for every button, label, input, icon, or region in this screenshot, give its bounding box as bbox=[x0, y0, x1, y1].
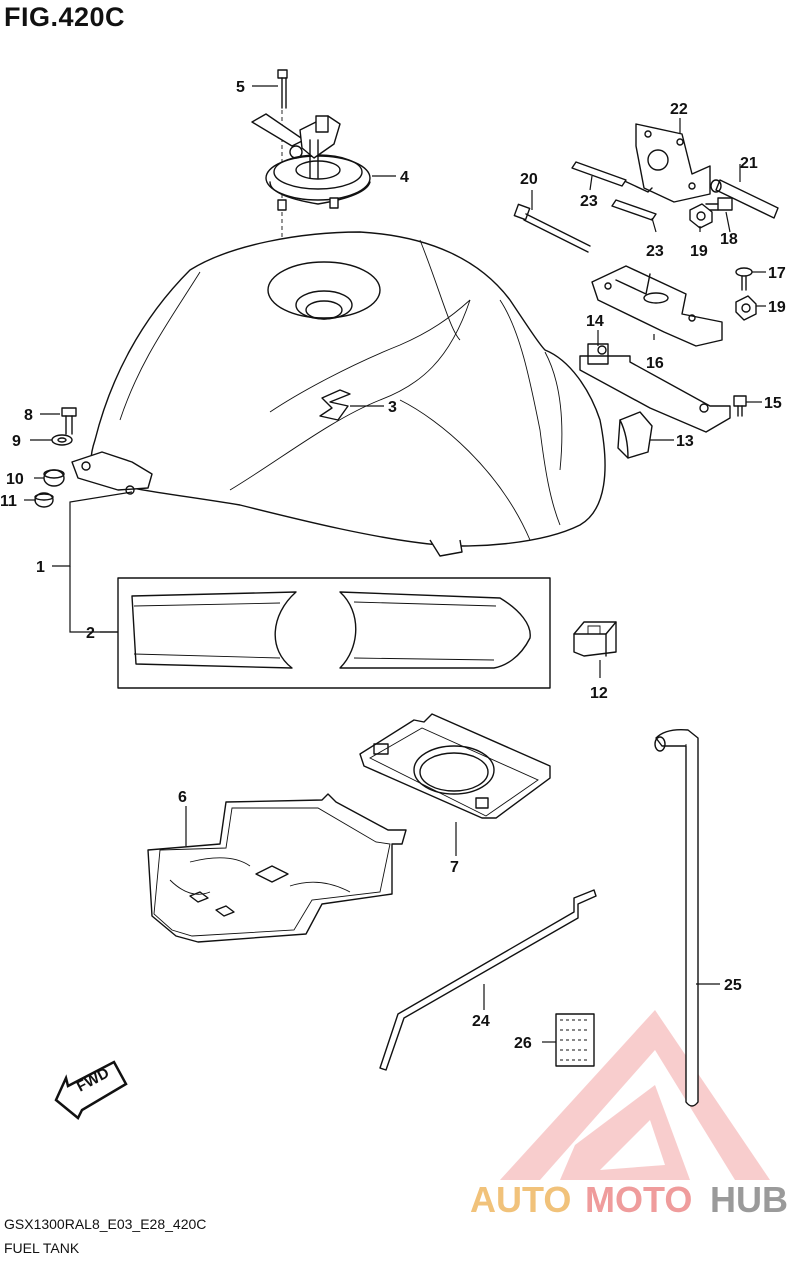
part-23-pin bbox=[571, 161, 657, 221]
callout-13: 13 bbox=[676, 433, 694, 450]
callout-3: 3 bbox=[388, 399, 397, 416]
part-19-nut-upper bbox=[689, 203, 713, 229]
part-16-hinge-plate bbox=[591, 265, 723, 347]
callout-15: 15 bbox=[764, 395, 782, 412]
part-11-collar bbox=[34, 492, 54, 508]
part-12-cushion bbox=[573, 621, 617, 657]
fwd-direction-arrow: FWD bbox=[54, 1060, 128, 1120]
part-10-grommet bbox=[43, 469, 65, 487]
callout-14: 14 bbox=[586, 313, 604, 330]
callout-2: 2 bbox=[86, 625, 95, 642]
part-7-gasket-plate bbox=[359, 713, 551, 819]
callout-5: 5 bbox=[236, 79, 245, 96]
automotohub-logo bbox=[500, 1010, 770, 1180]
svg-text:AUTO: AUTO bbox=[470, 1179, 571, 1220]
part-2-tank-pad bbox=[117, 577, 551, 689]
diagram-description: FUEL TANK bbox=[4, 1240, 80, 1256]
part-17-screw bbox=[735, 267, 753, 291]
part-21-rod bbox=[710, 179, 779, 219]
callout-24: 24 bbox=[472, 1013, 490, 1030]
callout-labels: 5 4 3 8 9 10 11 1 2 12 22 21 20 23 23 19… bbox=[0, 79, 786, 1052]
callout-23-lower: 23 bbox=[646, 243, 664, 260]
callout-1: 1 bbox=[36, 559, 45, 576]
callout-7: 7 bbox=[450, 859, 459, 876]
callout-19-lower: 19 bbox=[768, 299, 786, 316]
callout-17: 17 bbox=[768, 265, 786, 282]
callout-20: 20 bbox=[520, 171, 538, 188]
part-20-long-bolt bbox=[513, 203, 591, 253]
callout-16: 16 bbox=[646, 355, 664, 372]
leader-lines bbox=[24, 85, 766, 1043]
part-9-washer bbox=[51, 434, 73, 446]
callout-22: 22 bbox=[670, 101, 688, 118]
part-1-fuel-tank bbox=[71, 231, 606, 557]
callout-8: 8 bbox=[24, 407, 33, 424]
callout-12: 12 bbox=[590, 685, 608, 702]
part-18-bolt bbox=[705, 197, 733, 211]
part-19-nut-lower bbox=[735, 295, 757, 321]
automotohub-wordmark: AUTO MOTO HUB bbox=[470, 1179, 788, 1220]
callout-4: 4 bbox=[400, 169, 409, 186]
part-6-mat bbox=[147, 793, 407, 943]
callout-19-upper: 19 bbox=[690, 243, 708, 260]
callout-9: 9 bbox=[12, 433, 21, 450]
part-25-hose bbox=[654, 728, 699, 1107]
part-26-caution-label bbox=[555, 1013, 595, 1067]
model-code: GSX1300RAL8_E03_E28_420C bbox=[4, 1216, 207, 1232]
part-22-hinge-bracket bbox=[617, 123, 711, 203]
part-15-bolt bbox=[733, 395, 747, 417]
svg-text:MOTO: MOTO bbox=[585, 1179, 692, 1220]
part-8-bolt bbox=[61, 407, 77, 435]
figure-title: FIG.420C bbox=[4, 2, 126, 32]
callout-26: 26 bbox=[514, 1035, 532, 1052]
callout-25: 25 bbox=[724, 977, 742, 994]
part-4-fuel-cap bbox=[251, 113, 371, 262]
part-14-bracket bbox=[579, 343, 731, 433]
part-13-bumper bbox=[617, 411, 653, 459]
callout-11: 11 bbox=[0, 493, 17, 510]
svg-text:HUB: HUB bbox=[710, 1179, 788, 1220]
callout-18: 18 bbox=[720, 231, 738, 248]
part-24-rod bbox=[379, 889, 597, 1071]
callout-21: 21 bbox=[740, 155, 758, 172]
callout-10: 10 bbox=[6, 471, 24, 488]
callout-23-upper: 23 bbox=[580, 193, 598, 210]
callout-6: 6 bbox=[178, 789, 187, 806]
